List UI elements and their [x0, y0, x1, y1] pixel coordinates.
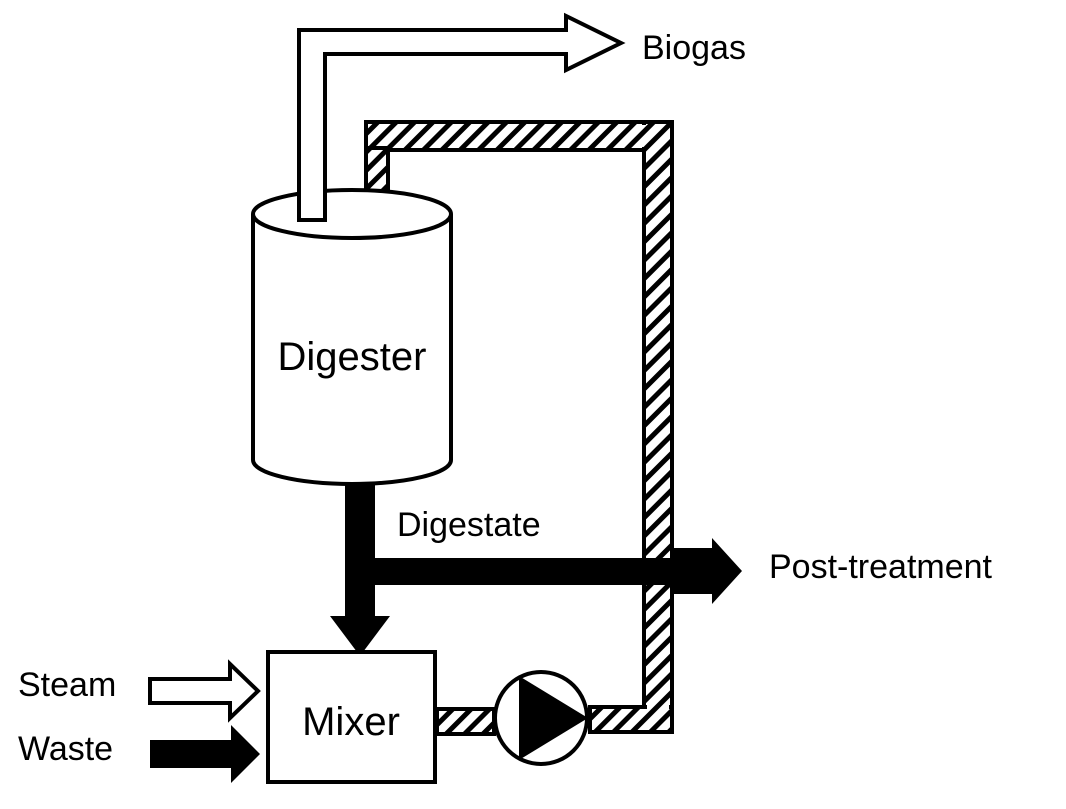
digestate-down-segment — [345, 478, 375, 618]
digestate-line — [330, 478, 742, 656]
steam-label: Steam — [18, 666, 116, 704]
mixer-label: Mixer — [302, 700, 400, 744]
digester-top — [251, 188, 453, 240]
pump-icon[interactable] — [493, 670, 589, 766]
digestate-to-mixer-arrow — [330, 616, 390, 656]
waste-input-arrow — [150, 725, 260, 783]
waste-label: Waste — [18, 730, 113, 768]
post-treatment-arrow — [672, 538, 742, 604]
post-treatment-label: Post-treatment — [769, 548, 993, 586]
steam-input-arrow — [148, 659, 261, 723]
digestate-branch-segment — [360, 558, 673, 585]
pump-impeller-triangle — [519, 676, 588, 760]
digester-body — [251, 214, 453, 486]
digester-label: Digester — [278, 335, 427, 379]
mixer-to-pump-segment — [435, 707, 496, 736]
mixer-box[interactable] — [266, 650, 437, 784]
digestate-label: Digestate — [397, 506, 541, 544]
biogas-outlet-arrow — [297, 12, 626, 222]
biogas-line — [297, 12, 626, 222]
biogas-label: Biogas — [642, 29, 746, 67]
